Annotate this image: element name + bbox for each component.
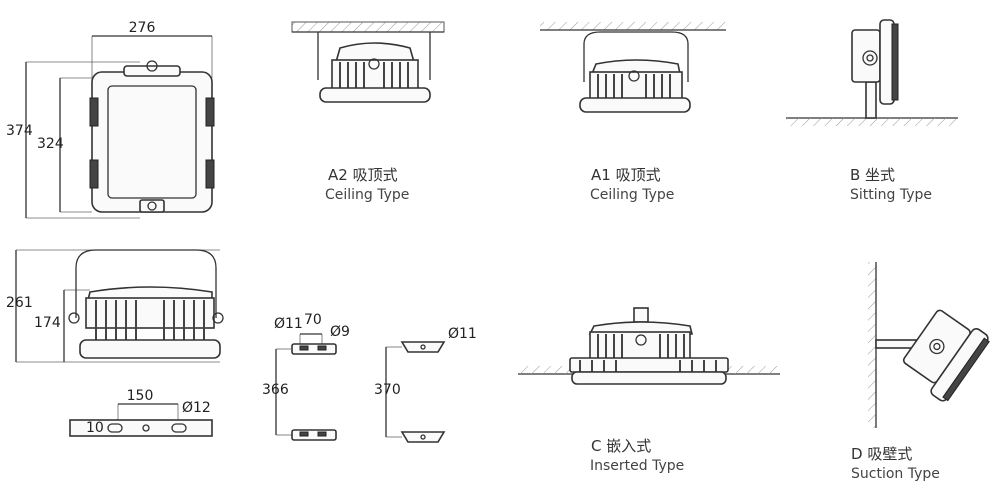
mount-a-hole-left-dim: Ø11 [274, 316, 303, 332]
mount-a-width-dim: 70 [304, 312, 322, 328]
front-width-dim: 276 [129, 20, 156, 36]
front-height-outer-dim: 374 [6, 123, 33, 139]
front-view-drawing: 276 374 324 [6, 20, 215, 219]
mount-a-length-dim: 366 [262, 382, 289, 398]
side-height-outer-dim: 261 [6, 295, 33, 311]
type-c-name: Inserted Type [590, 458, 684, 474]
type-a1-name: Ceiling Type [590, 187, 674, 203]
front-height-inner-dim: 324 [37, 136, 64, 152]
type-b-name: Sitting Type [850, 187, 932, 203]
type-a2-name: Ceiling Type [325, 187, 409, 203]
bracket-drawing: 150 Ø12 10 [69, 388, 213, 437]
mount-b-drawing: Ø11 370 [374, 326, 477, 443]
side-height-inner-dim: 174 [34, 315, 61, 331]
type-d-drawing [868, 262, 990, 428]
bracket-spacing-dim: 150 [127, 388, 154, 404]
mount-b-length-dim: 370 [374, 382, 401, 398]
type-c-code: C 嵌入式 [591, 437, 651, 455]
type-a1-code: A1 吸顶式 [591, 166, 661, 184]
type-d-code: D 吸壁式 [851, 445, 912, 463]
type-c-drawing [518, 307, 780, 385]
type-a2-drawing [291, 21, 445, 103]
mount-a-hole-right-dim: Ø9 [330, 324, 350, 340]
type-b-code: B 坐式 [850, 166, 895, 184]
type-d-name: Suction Type [851, 466, 940, 482]
mount-a-drawing: Ø11 70 Ø9 366 [262, 312, 350, 441]
bracket-hole-dim: Ø12 [182, 400, 211, 416]
mount-b-hole-dim: Ø11 [448, 326, 477, 342]
side-view-drawing: 261 174 [6, 249, 224, 363]
type-a2-code: A2 吸顶式 [328, 166, 398, 184]
bracket-end-dim: 10 [86, 420, 104, 436]
type-a1-drawing [540, 22, 726, 113]
type-b-drawing [786, 19, 958, 126]
